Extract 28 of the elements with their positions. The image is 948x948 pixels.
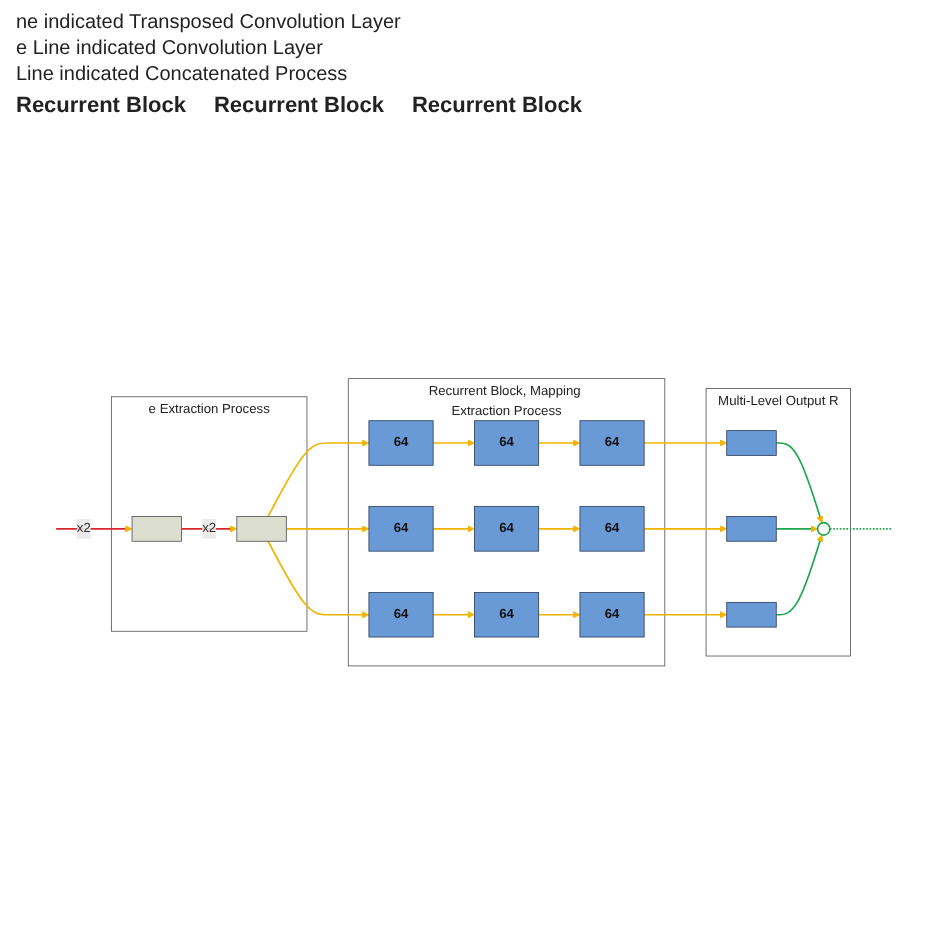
arrow: [432, 610, 475, 619]
connector: [829, 527, 893, 530]
arrow: [775, 534, 824, 616]
arrow: [432, 439, 475, 447]
arrow: [643, 524, 728, 533]
arrow: [267, 540, 370, 619]
arrow: [775, 441, 824, 523]
arrow: [537, 524, 581, 533]
node-cross: [816, 521, 831, 536]
legend-entry: e Line indicated Convolution Layer: [16, 38, 325, 60]
node-box: [131, 515, 182, 542]
node-box: [726, 601, 777, 628]
arrow: [537, 610, 581, 619]
arrow: [775, 524, 818, 533]
block-label: Recurrent Block: [411, 94, 582, 118]
block-label: Recurrent Block: [16, 94, 186, 118]
arrow: [285, 524, 370, 533]
node-box: [726, 429, 777, 456]
node-box: [236, 515, 287, 542]
arrow: [643, 439, 728, 447]
arrow: [432, 524, 475, 533]
arrow: [267, 439, 370, 518]
node-box: [726, 515, 777, 542]
arrow: [643, 610, 728, 619]
block-label: Recurrent Block: [213, 94, 384, 118]
legend-entry: ne indicated Transposed Convolution Layer: [16, 12, 403, 34]
arrow: [537, 439, 581, 447]
legend-entry: Line indicated Concatenated Process: [16, 64, 350, 86]
